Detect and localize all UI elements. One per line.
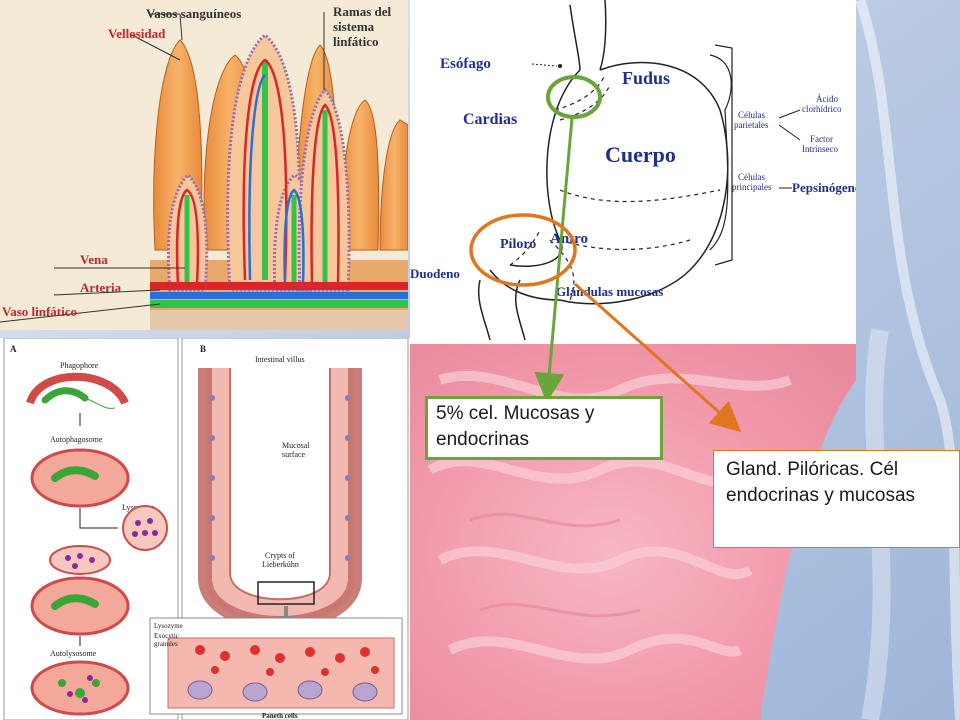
label-vaso-linfatico: Vaso linfático: [2, 304, 77, 319]
villi-diagram: Vasos sanguíneos Ramas del sistema linfá…: [0, 0, 408, 330]
label-parietales: Células parietales: [734, 110, 769, 130]
label-piloro: Píloro: [500, 237, 536, 252]
label-intestinal-villus: Intestinal villus: [255, 355, 305, 364]
label-principales: Células principales: [732, 172, 772, 192]
label-arteria: Arteria: [80, 280, 122, 295]
label-a: A: [10, 344, 17, 354]
label-crypts: Crypts of Lieberkühn: [262, 551, 299, 569]
label-acido: Ácido clorhídrico: [802, 94, 842, 114]
label-autophagosome: Autophagosome: [50, 435, 103, 444]
label-exocytic-line2: granules: [154, 640, 178, 648]
label-cuerpo: Cuerpo: [605, 142, 676, 167]
label-cardias: Cardias: [463, 111, 517, 128]
label-mucosal-line1: Mucosal: [282, 441, 310, 450]
label-fudus: Fudus: [622, 68, 670, 88]
callout-green-text: 5% cel. Mucosas y endocrinas: [436, 403, 595, 450]
label-vellosidad: Vellosidad: [108, 26, 166, 41]
label-vena: Vena: [80, 252, 108, 267]
label-principales-line1: Células: [738, 172, 765, 182]
label-factor-line1: Factor: [810, 134, 833, 144]
label-parietales-line1: Células: [738, 110, 765, 120]
label-duodeno: Duodeno: [410, 266, 460, 281]
label-glandulas: Glándulas mucosas: [556, 284, 663, 299]
label-ramas-line1: Ramas del: [333, 4, 392, 19]
label-paneth: Paneth cells: [262, 712, 298, 720]
orange-arrow: [574, 282, 742, 432]
label-esofago: Esófago: [440, 56, 491, 72]
label-autolysosome: Autolysosome: [50, 649, 97, 658]
label-exocytic-line1: Exocytic: [154, 632, 179, 640]
label-ramas-line3: linfático: [333, 34, 379, 49]
label-crypts-line1: Crypts of: [265, 551, 295, 560]
label-crypts-line2: Lieberkühn: [262, 560, 299, 569]
label-ramas: Ramas del sistema linfático: [333, 4, 394, 49]
stomach-diagram: Esófago Fudus Cardias Cuerpo Píloro Antr…: [410, 0, 856, 344]
label-exocytic: Exocytic granules: [154, 632, 181, 648]
label-factor-line2: Intrínseco: [802, 144, 838, 154]
callout-mucosas-endocrinas: 5% cel. Mucosas y endocrinas: [425, 396, 663, 460]
green-arrow: [534, 117, 574, 403]
callout-gland-piloricas: Gland. Pilóricas. Cél endocrinas y mucos…: [713, 450, 960, 548]
label-b: B: [200, 344, 206, 354]
label-parietales-line2: parietales: [734, 120, 769, 130]
label-pepsinogeno: Pepsinógeno: [792, 180, 856, 195]
green-circle-marker: [546, 75, 602, 119]
label-mucosal-line2: surface: [282, 450, 306, 459]
orange-circle-marker: [469, 213, 577, 287]
label-mucosal-surface: Mucosal surface: [282, 441, 312, 459]
label-vasos: Vasos sanguíneos: [146, 6, 241, 21]
label-factor: Factor Intrínseco: [802, 134, 838, 154]
callout-orange-text: Gland. Pilóricas. Cél endocrinas y mucos…: [726, 459, 916, 506]
label-acido-line1: Ácido: [816, 94, 838, 104]
label-phagophore: Phagophore: [60, 361, 99, 370]
label-ramas-line2: sistema: [333, 19, 375, 34]
label-principales-line2: principales: [732, 182, 772, 192]
autophagy-crypt-diagram: A B Phagophore Autophagosome Lysosome Au…: [0, 338, 410, 720]
label-acido-line2: clorhídrico: [802, 104, 842, 114]
label-lysozyme: Lysozyme: [154, 622, 183, 630]
